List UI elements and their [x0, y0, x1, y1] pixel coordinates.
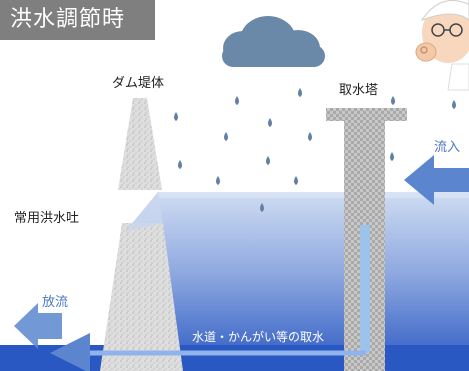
cloud-icon [222, 16, 325, 67]
intake-tower-pipe [360, 225, 370, 353]
dam-body-label: ダム堤体 [112, 76, 165, 91]
spillway-slope [125, 192, 163, 232]
water-surface-band [158, 192, 469, 198]
dam-body-upstream [118, 98, 162, 190]
professor-character-icon [415, 0, 469, 91]
spillway-label: 常用洪水吐 [14, 211, 80, 226]
intake-tower-label: 取水塔 [339, 83, 379, 98]
outflow-label: 放流 [42, 295, 69, 310]
raindrop-icon [174, 88, 456, 212]
intake-tower-top [326, 108, 407, 121]
inflow-arrow [404, 155, 469, 205]
downstream-water [0, 345, 469, 371]
water-intake-label: 水道・かんがい等の取水 [192, 330, 325, 344]
inflow-label: 流入 [434, 140, 461, 155]
spillway-dam-body [100, 223, 183, 371]
page-title: 洪水調節時 [0, 0, 155, 40]
